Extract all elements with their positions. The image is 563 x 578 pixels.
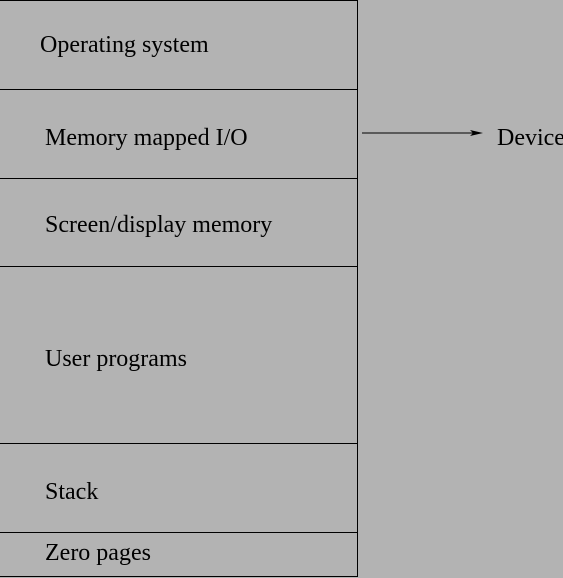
segment-label-zero-pages: Zero pages <box>45 540 151 566</box>
segment-label-user-programs: User programs <box>45 346 187 372</box>
segment-label-memory-mapped-io: Memory mapped I/O <box>45 125 248 151</box>
memory-map-column: Operating system Memory mapped I/O Scree… <box>0 0 358 577</box>
segment-user-programs: User programs <box>0 266 357 444</box>
segment-memory-mapped-io: Memory mapped I/O <box>0 89 357 179</box>
segment-operating-system: Operating system <box>0 0 357 90</box>
segment-label-operating-system: Operating system <box>40 32 209 58</box>
segment-screen-display-memory: Screen/display memory <box>0 178 357 267</box>
segment-stack: Stack <box>0 443 357 533</box>
devices-label: Devices <box>497 125 563 151</box>
segment-label-screen-display-memory: Screen/display memory <box>45 212 273 238</box>
segment-zero-pages: Zero pages <box>0 532 357 577</box>
arrow-icon <box>362 130 483 136</box>
segment-label-stack: Stack <box>45 479 99 505</box>
